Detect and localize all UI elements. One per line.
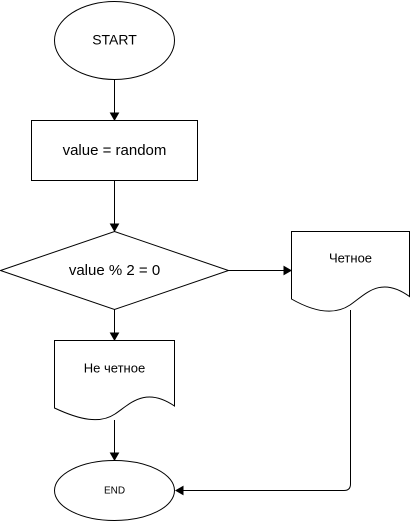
start-label: START xyxy=(92,32,137,48)
arrowhead xyxy=(174,485,184,496)
edge-odd-to-end xyxy=(109,420,120,462)
decision-label: value % 2 = 0 xyxy=(69,262,160,279)
end-node[interactable]: END xyxy=(54,460,175,521)
arrowhead xyxy=(109,452,120,462)
start-node[interactable]: START xyxy=(54,1,175,80)
edge-line xyxy=(183,310,351,491)
edge-decision-to-odd xyxy=(109,309,120,342)
arrowhead xyxy=(283,265,293,276)
odd-label: Не четное xyxy=(84,360,145,375)
edge-even-to-end xyxy=(174,310,351,496)
even-label: Четное xyxy=(329,250,372,265)
even-node[interactable]: Четное xyxy=(291,231,410,312)
assign-label: value = random xyxy=(63,142,167,159)
edge-start-to-assign xyxy=(109,79,120,122)
arrowhead xyxy=(109,223,120,233)
assign-rect xyxy=(31,120,198,181)
even-document xyxy=(291,231,410,312)
end-label: END xyxy=(104,486,125,497)
assign-node[interactable]: value = random xyxy=(31,120,198,181)
odd-node[interactable]: Не четное xyxy=(54,340,175,421)
decision-node[interactable]: value % 2 = 0 xyxy=(0,230,231,311)
edge-assign-to-decision xyxy=(109,180,120,233)
edge-decision-to-even xyxy=(228,265,293,276)
arrowhead xyxy=(109,112,120,122)
odd-document xyxy=(54,340,175,421)
arrowhead xyxy=(109,332,120,342)
